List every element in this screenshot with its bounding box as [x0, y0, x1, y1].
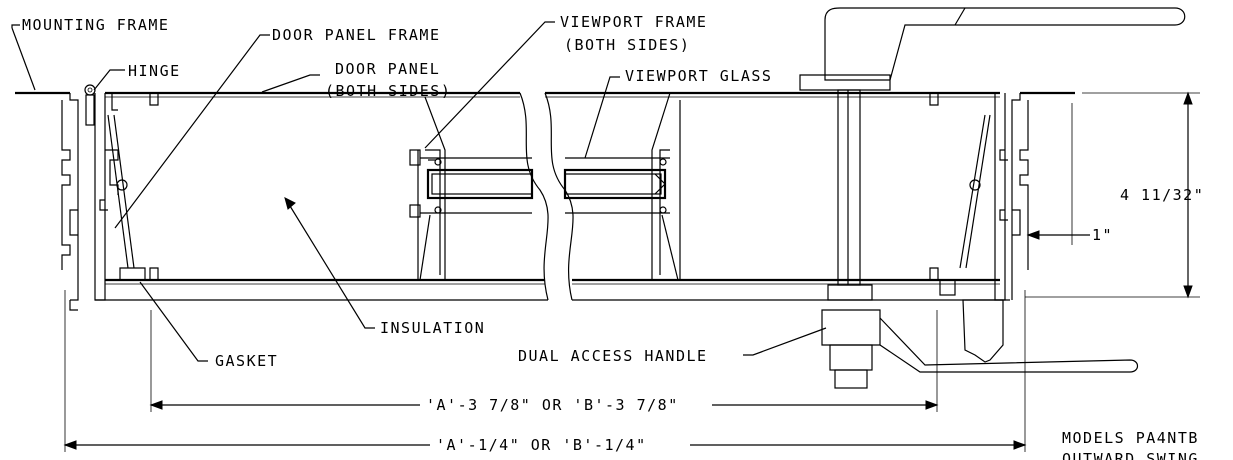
dimension-offset-text: 1"	[1092, 226, 1113, 244]
dimension-inner-width-text: 'A'-3 7/8" OR 'B'-3 7/8"	[426, 396, 679, 414]
label-viewport-glass: VIEWPORT GLASS	[625, 67, 772, 85]
label-viewport-frame: VIEWPORT FRAME	[560, 13, 707, 31]
door-panel-frame-right	[929, 93, 1008, 301]
door-panel-frame-left	[94, 92, 159, 301]
title-block-models: MODELS PA4NTB	[1062, 429, 1199, 447]
label-door-panel-both-sides: (BOTH SIDES)	[325, 82, 451, 100]
door-panel-skins-right	[545, 91, 1010, 301]
label-gasket: GASKET	[215, 352, 278, 370]
label-door-panel-frame: DOOR PANEL FRAME	[272, 26, 441, 44]
door-panel-skins-left	[95, 91, 548, 301]
insulation-leader	[284, 197, 375, 329]
label-mounting-frame: MOUNTING FRAME	[22, 16, 169, 34]
dimension-thickness-text: 4 11/32"	[1120, 186, 1204, 204]
dual-access-handle	[799, 7, 1186, 389]
mounting-frame-left	[15, 91, 79, 311]
leader-lines	[11, 21, 827, 362]
label-hinge: HINGE	[128, 62, 181, 80]
mounting-frame-right	[1011, 91, 1075, 300]
label-viewport-frame-both-sides: (BOTH SIDES)	[564, 36, 690, 54]
viewport-frame-left	[409, 96, 446, 281]
latch-bracket	[962, 299, 1004, 363]
hinge	[84, 84, 96, 126]
label-door-panel: DOOR PANEL	[335, 60, 440, 78]
dimension-outer-width	[63, 290, 1027, 452]
viewport-frame-right	[651, 92, 681, 281]
label-insulation: INSULATION	[380, 319, 485, 337]
label-dual-access-handle: DUAL ACCESS HANDLE	[518, 347, 708, 365]
dimension-outer-width-text: 'A'-1/4" OR 'B'-1/4"	[436, 436, 647, 454]
title-block-swing: OUTWARD SWING	[1062, 450, 1199, 460]
viewport-glass	[420, 157, 670, 214]
dimension-inner-width	[149, 310, 939, 412]
dimension-offset	[1026, 103, 1090, 245]
dimension-thickness	[1025, 91, 1200, 299]
